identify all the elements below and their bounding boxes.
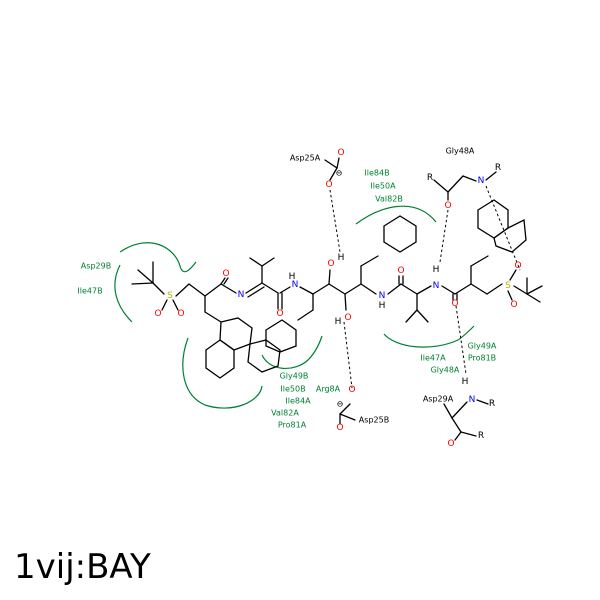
atom-o: O <box>510 300 517 310</box>
atom-o-hydroxyl-bottom: O <box>344 313 351 323</box>
ligand-bonds <box>131 157 543 441</box>
residue-gly48a-mid: Gly48A <box>431 366 460 375</box>
atom-h: H <box>289 272 296 282</box>
hydrophobic-arc-asp29b <box>119 242 197 273</box>
atom-o: O <box>276 309 283 319</box>
atom-h: H <box>433 265 440 275</box>
residue-val82b: Val82B <box>375 195 403 204</box>
structure-caption: 1vij:BAY <box>14 547 151 587</box>
residue-arg8a: Arg8A <box>316 385 341 394</box>
residue-pro81b: Pro81B <box>468 354 496 363</box>
hydrophobic-arc-gly49b <box>261 335 323 369</box>
residue-ile47a: Ile47A <box>420 354 446 363</box>
hydrophobic-arcs <box>114 205 475 409</box>
atom-h: H <box>335 317 342 327</box>
residue-labels: Asp25A Asp25B Gly48A Asp29A Asp29B Ile47… <box>77 147 497 430</box>
residue-ile47b: Ile47B <box>77 287 102 296</box>
hydrophobic-arc-ile47a <box>383 325 475 348</box>
atom-o: O <box>451 299 458 309</box>
residue-val82a: Val82A <box>271 409 299 418</box>
hbond-asp25a <box>329 189 341 253</box>
atom-o: O <box>337 148 344 158</box>
atom-n: N <box>478 176 485 186</box>
residue-asp29b: Asp29B <box>81 262 111 271</box>
ring-systems <box>205 199 527 379</box>
atom-n: N <box>433 281 440 291</box>
hydrogen-bonds <box>329 185 521 389</box>
atom-o: O <box>154 309 161 319</box>
residue-ile84b: Ile84B <box>364 169 389 178</box>
atom-o: O <box>222 269 229 279</box>
hydrophobic-arc-ile50b <box>182 337 263 409</box>
atom-h: H <box>379 301 386 311</box>
atom-labels: S O O O N O N H O H O H N H O N H O S O … <box>154 148 521 449</box>
charge-minus-icon: ⊖ <box>336 169 343 178</box>
hbond-asp25b <box>343 321 353 389</box>
atom-h: H <box>462 377 469 387</box>
naphthyl-ring-b <box>493 218 527 253</box>
atom-o: O <box>397 266 404 276</box>
residue-ile84a: Ile84A <box>285 397 311 406</box>
atom-o: O <box>514 261 521 271</box>
atom-o: O <box>325 180 332 190</box>
atom-o-hydroxyl-top: O <box>327 259 334 269</box>
residue-ile50a: Ile50A <box>370 182 396 191</box>
atom-o: O <box>348 385 355 395</box>
phenanthrene-ring-a <box>219 317 253 351</box>
atom-r: R <box>489 399 495 409</box>
hydrophobic-arc-ile84b <box>355 205 437 225</box>
atom-o: O <box>336 423 343 433</box>
hbond-asp29a <box>455 305 467 375</box>
atom-n: N <box>379 291 386 301</box>
benzyl-ring <box>383 215 417 253</box>
atom-s-right: S <box>505 281 511 291</box>
atom-h: H <box>338 253 345 263</box>
naphthyl-ring-a <box>477 199 509 239</box>
charge-minus-icon: ⊖ <box>337 400 344 409</box>
residue-gly49a: Gly49A <box>468 342 497 351</box>
atom-o: O <box>444 201 451 211</box>
residue-gly48a-top: Gly48A <box>446 147 475 156</box>
atom-r: R <box>495 163 501 173</box>
atom-s-left: S <box>167 291 173 301</box>
hbond-gly48a-top <box>439 209 449 263</box>
residue-asp25b: Asp25B <box>359 416 389 425</box>
hydrophobic-arc-ile47b <box>114 264 133 323</box>
atom-n: N <box>292 280 299 290</box>
phenanthrene-ring-d <box>265 319 297 353</box>
residue-ile50b: Ile50B <box>280 385 305 394</box>
atom-o: O <box>177 309 184 319</box>
residue-pro81a: Pro81A <box>278 421 307 430</box>
atom-o: O <box>447 439 454 449</box>
phenanthrene-ring-c <box>205 339 235 379</box>
hbond-naphthyl-gly48a <box>485 185 521 271</box>
residue-gly49b: Gly49B <box>280 372 309 381</box>
atom-n-imine: N <box>238 290 245 300</box>
phenanthrene-ring-b <box>247 339 281 373</box>
atom-r: R <box>427 173 433 183</box>
atom-n: N <box>469 395 476 405</box>
atom-r: R <box>478 431 484 441</box>
residue-asp29a: Asp29A <box>423 395 454 404</box>
residue-asp25a: Asp25A <box>290 154 321 163</box>
